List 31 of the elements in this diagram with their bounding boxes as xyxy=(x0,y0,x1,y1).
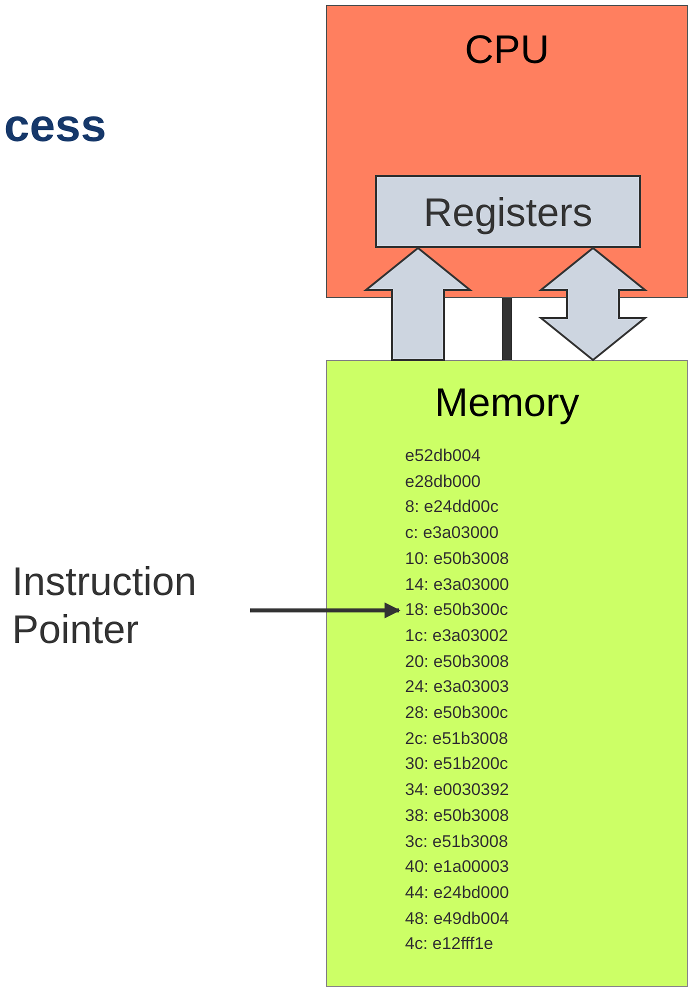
register-box: Registers xyxy=(375,175,641,248)
memory-word: 8: e24dd00c xyxy=(405,497,499,518)
memory-word: 38: e50b3008 xyxy=(405,806,509,826)
memory-word: 30: e51b200c xyxy=(405,754,508,775)
memory-box xyxy=(326,360,688,987)
arrow xyxy=(250,602,401,618)
bus-line xyxy=(502,298,512,360)
memory-word: 48: e49db004 xyxy=(405,908,509,929)
memory-word: c: e3a03000 xyxy=(405,523,499,544)
block-arrow xyxy=(538,246,648,362)
memory-word: 1c: e3a03002 xyxy=(405,626,508,646)
memory-word: e52db004 xyxy=(405,446,481,466)
block-arrow xyxy=(363,246,473,361)
memory-word: 24: e3a03003 xyxy=(405,677,509,698)
cpu-box xyxy=(326,5,688,298)
memory-word: 20: e50b3008 xyxy=(405,652,509,672)
pointer-label: Instruction Pointer xyxy=(12,558,242,654)
memory-word: 4c: e12fff1e xyxy=(405,934,494,955)
box-title: CPU xyxy=(464,27,550,73)
memory-word: 3c: e51b3008 xyxy=(405,832,508,852)
memory-word: e28db000 xyxy=(405,472,481,492)
memory-word: 14: e3a03000 xyxy=(405,574,509,595)
memory-word: 44: e24bd000 xyxy=(405,882,509,904)
memory-word: 28: e50b300c xyxy=(405,703,508,724)
box-title: Memory xyxy=(434,380,580,426)
memory-word: 40: e1a00003 xyxy=(405,857,509,878)
memory-word: 2c: e51b3008 xyxy=(405,728,508,750)
memory-word: 10: e50b3008 xyxy=(405,548,509,570)
memory-word: 18: e50b300c xyxy=(405,600,508,621)
slide-title: cess xyxy=(4,98,106,152)
memory-word: 34: e0030392 xyxy=(405,780,509,800)
